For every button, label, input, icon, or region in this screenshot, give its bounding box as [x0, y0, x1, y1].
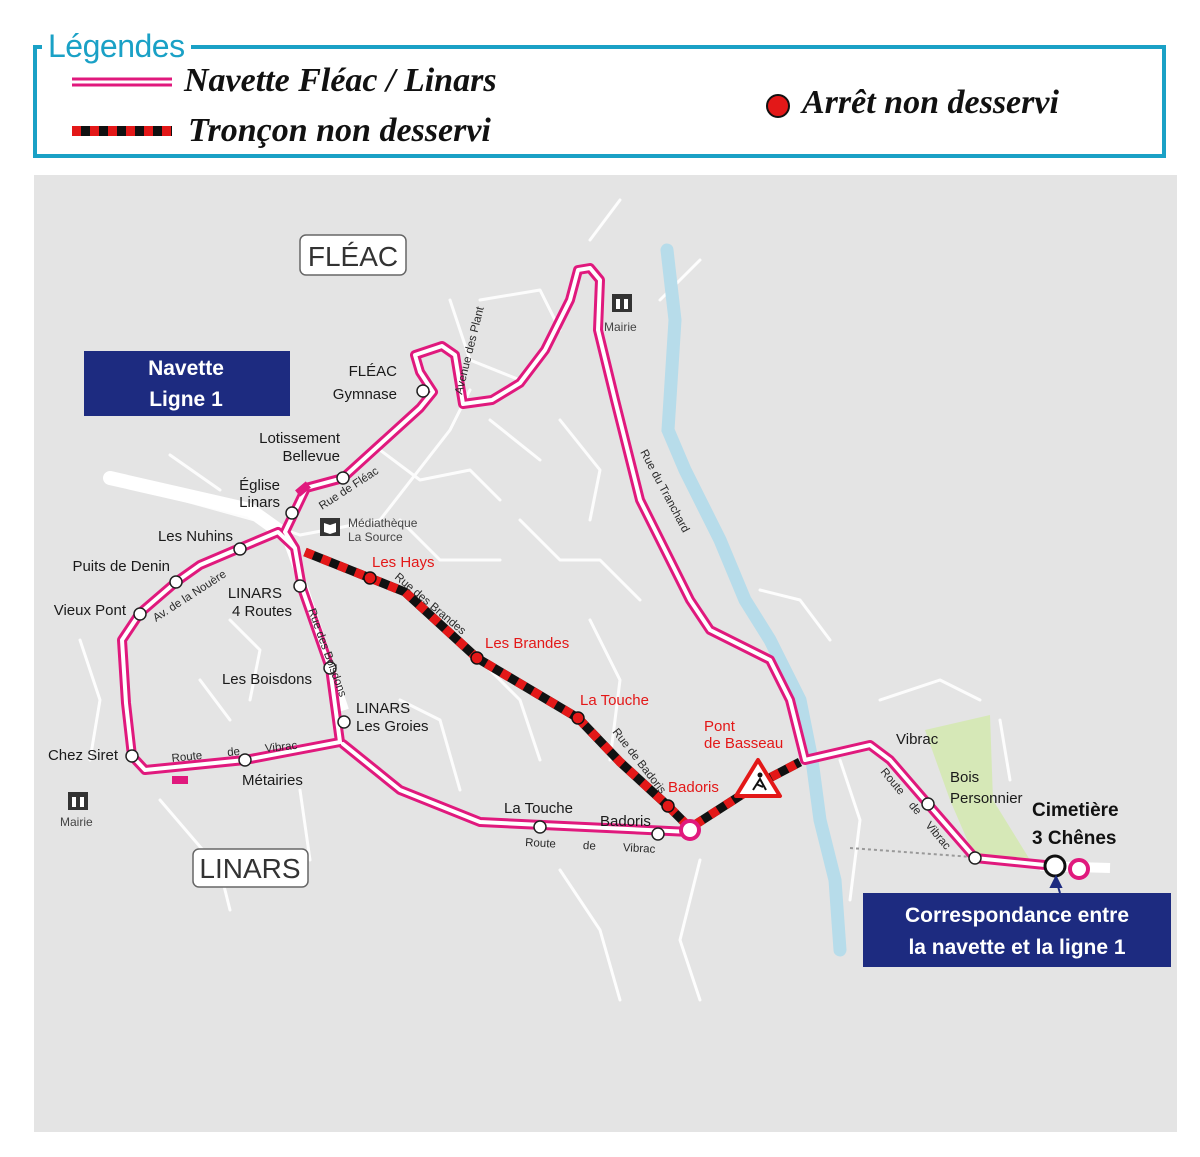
label-linars-groies-1: LINARS: [356, 700, 410, 717]
town-box-fleac: [299, 234, 407, 276]
park-area: [925, 715, 1030, 860]
stop-linars-les-groies[interactable]: [337, 715, 351, 729]
label-chez-siret: Chez Siret: [48, 747, 119, 764]
mairie-fleac-icon: [612, 294, 632, 312]
label-bois-personnier-2: Personnier: [950, 790, 1023, 807]
label-mairie-linars: Mairie: [60, 815, 93, 829]
label-les-brandes: Les Brandes: [485, 635, 569, 652]
town-box-linars: [192, 848, 309, 888]
town-label-fleac: FLÉAC: [308, 241, 398, 272]
stop-chez-siret[interactable]: [125, 749, 139, 763]
label-vibrac: Vibrac: [896, 731, 939, 748]
label-puits-de-denin: Puits de Denin: [72, 558, 170, 575]
terminal-marker-north: [295, 481, 311, 497]
legend-label-arret: Arrêt non desservi: [802, 84, 1059, 121]
label-mediatheque-1: Médiathèque: [348, 516, 418, 530]
label-fleac-gymnase-1: FLÉAC: [349, 363, 398, 380]
stop-cimetiere-3-chenes[interactable]: [1043, 854, 1067, 878]
stops: [125, 384, 982, 865]
label-eglise-1: Église: [239, 477, 280, 494]
label-pont-basseau-1: Pont: [704, 718, 736, 735]
label-linars-groies-2: Les Groies: [356, 718, 429, 735]
correspondance-line-1: Correspondance entre: [905, 904, 1129, 927]
label-la-touche: La Touche: [580, 692, 649, 709]
cemetery-loop: [1068, 858, 1090, 880]
correspondance-line-2: la navette et la ligne 1: [908, 936, 1125, 959]
roadworks-icon: [734, 758, 782, 798]
legend-label-troncon: Tronçon non desservi: [188, 112, 491, 149]
label-vieux-pont: Vieux Pont: [54, 602, 127, 619]
stop-metairies[interactable]: [238, 753, 252, 767]
label-linars-4-routes-2: 4 Routes: [232, 603, 292, 620]
stop-les-boisdons[interactable]: [323, 661, 337, 675]
label-fleac-gymnase-2: Gymnase: [333, 386, 397, 403]
terminal-marker-south: [172, 776, 188, 784]
closed-section: [303, 547, 803, 833]
label-la-touche-south: La Touche: [504, 800, 573, 817]
label-cimetiere-2: 3 Chênes: [1032, 828, 1116, 849]
closed-stop-la-touche[interactable]: [571, 711, 585, 725]
stop-la-touche-south[interactable]: [533, 820, 547, 834]
stop-vieux-pont[interactable]: [133, 607, 147, 621]
legend-box: [33, 45, 1166, 158]
stop-puits-de-denin[interactable]: [169, 575, 183, 589]
navette-box-line-1: Navette: [148, 357, 224, 380]
stop-les-nuhins[interactable]: [233, 542, 247, 556]
legend-swatch-troncon: [72, 126, 172, 136]
label-les-boisdons: Les Boisdons: [222, 671, 312, 688]
label-mediatheque-2: La Source: [348, 530, 403, 544]
correspondance-arrow: [1049, 874, 1063, 894]
stop-lotissement-bellevue[interactable]: [336, 471, 350, 485]
label-linars-4-routes-1: LINARS: [228, 585, 282, 602]
stop-linars-4-routes[interactable]: [293, 579, 307, 593]
label-pont-basseau-2: de Basseau: [704, 735, 783, 752]
navette-ligne1-box: [84, 351, 290, 416]
label-les-nuhins: Les Nuhins: [158, 528, 233, 545]
navette-box-line-2: Ligne 1: [149, 388, 223, 411]
label-bois-personnier-1: Bois: [950, 769, 979, 786]
label-badoris-south: Badoris: [600, 813, 651, 830]
label-lotissement-1: Lotissement: [259, 430, 341, 447]
label-cimetiere-1: Cimetière: [1032, 800, 1119, 821]
terminus-loop: [679, 819, 701, 841]
legend-title: Légendes: [42, 28, 191, 65]
closed-stop-les-brandes[interactable]: [470, 651, 484, 665]
closed-stop-badoris[interactable]: [661, 799, 675, 813]
stop-eglise-linars[interactable]: [285, 506, 299, 520]
closed-stop-les-hays[interactable]: [363, 571, 377, 585]
label-badoris: Badoris: [668, 779, 719, 796]
stop-badoris-south[interactable]: [651, 827, 665, 841]
legend-swatch-arret: [766, 94, 790, 118]
stop-vibrac[interactable]: [921, 797, 935, 811]
closed-stops: [363, 571, 675, 813]
label-metairies: Métairies: [242, 772, 303, 789]
label-les-hays: Les Hays: [372, 554, 435, 571]
town-label-linars: LINARS: [199, 853, 300, 884]
label-eglise-2: Linars: [239, 494, 280, 511]
legend-label-navette: Navette Fléac / Linars: [184, 62, 497, 99]
stop-fleac-gymnase[interactable]: [416, 384, 430, 398]
legend-swatch-navette: [72, 77, 172, 87]
main-road-west: [103, 471, 292, 542]
label-mairie-fleac: Mairie: [604, 320, 637, 334]
river-charente: [660, 243, 847, 957]
mairie-linars-icon: [68, 792, 88, 810]
mediatheque-icon: [320, 518, 340, 536]
label-lotissement-2: Bellevue: [282, 448, 340, 465]
stop-bois-personnier[interactable]: [968, 851, 982, 865]
correspondance-box: [863, 893, 1171, 967]
